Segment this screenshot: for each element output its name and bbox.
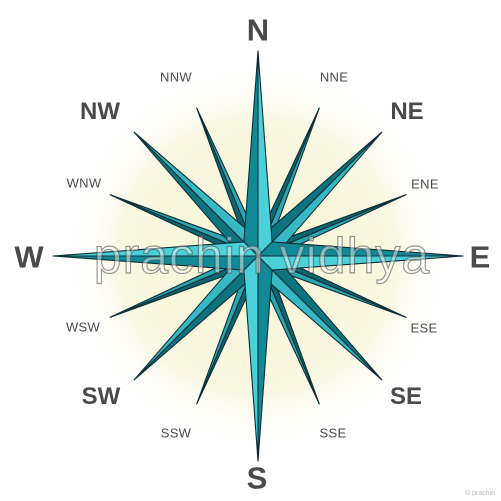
label-nne: NNE <box>319 69 349 85</box>
corner-watermark: © prachin <box>464 490 495 497</box>
label-wsw: WSW <box>65 319 101 335</box>
label-ne: NE <box>390 98 424 125</box>
label-n: N <box>246 12 270 48</box>
point-w-right <box>52 241 259 257</box>
label-wnw: WNW <box>66 175 102 191</box>
label-ene: ENE <box>411 176 439 192</box>
label-e: E <box>469 239 491 275</box>
label-nnw: NNW <box>160 69 192 85</box>
label-w: W <box>14 239 44 275</box>
label-ese: ESE <box>410 320 438 336</box>
label-ssw: SSW <box>160 425 192 441</box>
watermark-text: prachin vidhya <box>93 228 431 284</box>
label-se: SE <box>389 383 423 410</box>
label-sse: SSE <box>319 425 347 441</box>
label-sw: SW <box>81 383 121 410</box>
compass-star <box>52 50 464 462</box>
label-s: S <box>246 460 268 496</box>
label-nw: NW <box>80 98 120 125</box>
